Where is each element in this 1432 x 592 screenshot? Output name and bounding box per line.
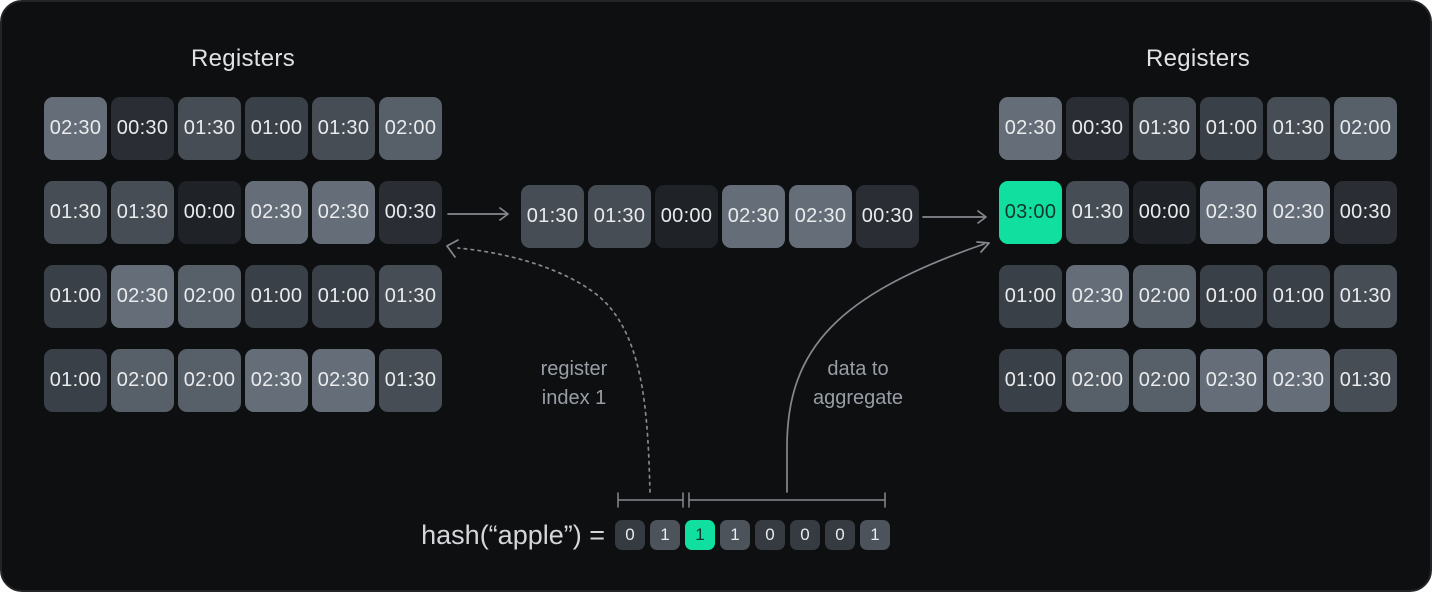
register-cell: 01:00 <box>1267 265 1330 328</box>
register-cell-highlighted: 03:00 <box>999 181 1062 244</box>
register-cell: 01:00 <box>245 265 308 328</box>
register-cell: 00:00 <box>178 181 241 244</box>
register-cell: 02:30 <box>1200 349 1263 412</box>
register-cell: 02:30 <box>1200 181 1263 244</box>
bracket-data-bits <box>688 492 886 508</box>
left-registers-title: Registers <box>190 45 296 72</box>
register-cell: 02:30 <box>44 97 107 160</box>
register-cell: 00:30 <box>856 185 919 248</box>
register-cell: 00:30 <box>1066 97 1129 160</box>
data-to-aggregate-label-line2: aggregate <box>812 387 904 409</box>
register-cell: 01:00 <box>1200 97 1263 160</box>
register-cell: 01:00 <box>245 97 308 160</box>
hash-expression-label: hash(“apple”) = <box>421 520 605 550</box>
register-index-label-line1: register <box>540 358 608 380</box>
register-cell: 01:30 <box>111 181 174 244</box>
hash-bit-highlighted: 1 <box>685 520 715 550</box>
arrow-left-grid-to-buffer <box>447 207 509 221</box>
data-to-aggregate-label-line1: data to <box>827 358 889 380</box>
register-cell: 00:30 <box>1334 181 1397 244</box>
register-cell: 02:30 <box>111 265 174 328</box>
register-cell: 02:00 <box>1133 265 1196 328</box>
register-cell: 02:30 <box>999 97 1062 160</box>
register-cell: 02:00 <box>111 349 174 412</box>
register-cell: 01:00 <box>999 349 1062 412</box>
register-cell: 02:00 <box>178 265 241 328</box>
hash-bit: 0 <box>825 520 855 550</box>
register-cell: 02:30 <box>245 349 308 412</box>
register-cell: 01:30 <box>1267 97 1330 160</box>
register-cell: 00:00 <box>655 185 718 248</box>
register-cell: 02:30 <box>1267 349 1330 412</box>
register-cell: 01:30 <box>1066 181 1129 244</box>
register-cell: 00:30 <box>111 97 174 160</box>
data-to-aggregate-label: data to aggregate <box>758 355 958 413</box>
bracket-register-index-bits <box>617 492 684 508</box>
register-cell: 02:30 <box>1066 265 1129 328</box>
right-registers-title: Registers <box>1145 45 1251 72</box>
hash-bit: 0 <box>790 520 820 550</box>
register-cell: 00:30 <box>379 181 442 244</box>
hash-bit: 1 <box>650 520 680 550</box>
register-cell: 02:30 <box>312 349 375 412</box>
register-cell: 02:00 <box>1133 349 1196 412</box>
register-cell: 02:30 <box>1267 181 1330 244</box>
register-cell: 01:30 <box>379 265 442 328</box>
register-cell: 01:30 <box>1133 97 1196 160</box>
register-cell: 02:30 <box>245 181 308 244</box>
register-cell: 02:30 <box>789 185 852 248</box>
register-cell: 02:30 <box>312 181 375 244</box>
hash-bit: 1 <box>720 520 750 550</box>
register-cell: 01:30 <box>1334 265 1397 328</box>
register-cell: 01:30 <box>379 349 442 412</box>
hash-bit: 0 <box>615 520 645 550</box>
register-cell: 02:00 <box>1066 349 1129 412</box>
register-cell: 02:30 <box>722 185 785 248</box>
register-cell: 01:00 <box>312 265 375 328</box>
hash-bit: 0 <box>755 520 785 550</box>
register-cell: 01:00 <box>1200 265 1263 328</box>
register-cell: 01:00 <box>44 265 107 328</box>
arrow-buffer-to-right-grid <box>922 210 987 224</box>
register-index-label-line2: index 1 <box>541 387 607 409</box>
register-cell: 01:30 <box>521 185 584 248</box>
hash-bit: 1 <box>860 520 890 550</box>
register-cell: 02:00 <box>379 97 442 160</box>
register-cell: 01:30 <box>1334 349 1397 412</box>
register-cell: 02:00 <box>178 349 241 412</box>
register-cell: 01:30 <box>588 185 651 248</box>
register-cell: 01:00 <box>44 349 107 412</box>
register-cell: 01:30 <box>44 181 107 244</box>
register-cell: 01:30 <box>312 97 375 160</box>
register-index-label: register index 1 <box>474 355 674 413</box>
register-cell: 01:30 <box>178 97 241 160</box>
register-cell: 02:00 <box>1334 97 1397 160</box>
register-cell: 00:00 <box>1133 181 1196 244</box>
register-cell: 01:00 <box>999 265 1062 328</box>
